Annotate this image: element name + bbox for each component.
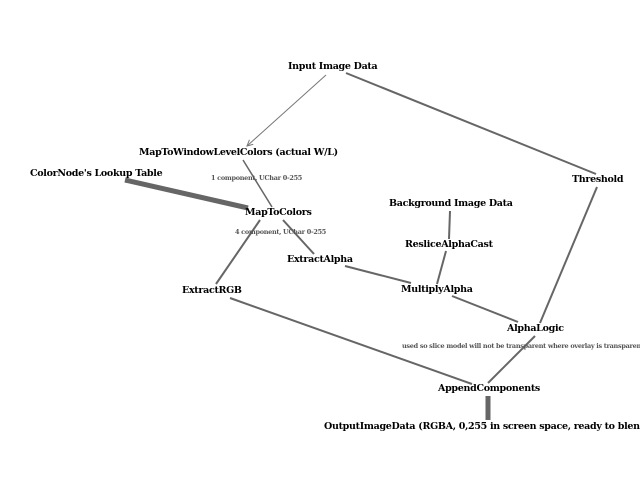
node-threshold[interactable]: Threshold <box>572 174 624 185</box>
node-multiply-alpha[interactable]: MultiplyAlpha <box>401 284 473 295</box>
node-alpha-logic[interactable]: AlphaLogic <box>507 323 564 334</box>
node-append-components[interactable]: AppendComponents <box>438 383 540 394</box>
node-map-to-colors[interactable]: MapToColors <box>245 207 312 218</box>
edge-background-to-reslice <box>448 210 451 240</box>
note-alpha-logic: used so slice model will not be transpar… <box>402 342 640 350</box>
edge-windowlevel-to-maptocolors <box>242 159 273 208</box>
note-map-colors-output: 4 component, UChar 0-255 <box>235 228 327 236</box>
edge-maptocolors-to-extractalpha <box>282 219 315 255</box>
edge-maptocolors-to-extractrgb <box>215 219 261 285</box>
node-input-image-data[interactable]: Input Image Data <box>288 61 378 72</box>
node-output-image-data[interactable]: OutputImageData (RGBA, 0,255 in screen s… <box>324 421 640 432</box>
edge-reslice-to-multiply <box>436 250 447 285</box>
edge-input-to-threshold <box>345 72 597 175</box>
edge-extractrgb-to-append <box>229 297 473 385</box>
edge-input-to-windowlevel <box>247 74 327 146</box>
edge-lut-to-maptocolors <box>124 177 249 211</box>
edge-threshold-to-alphalogic <box>539 186 598 324</box>
edge-alphalogic-to-append <box>487 335 536 384</box>
node-extract-rgb[interactable]: ExtractRGB <box>182 285 242 296</box>
node-background-image-data[interactable]: Background Image Data <box>389 198 513 209</box>
node-extract-alpha[interactable]: ExtractAlpha <box>287 254 353 265</box>
note-window-level-output: 1 component, UChar 0-255 <box>211 174 303 182</box>
edge-multiply-to-alphalogic <box>451 295 519 323</box>
edge-extractalpha-to-multiply <box>344 265 412 284</box>
node-map-to-window-level-colors[interactable]: MapToWindowLevelColors (actual W/L) <box>139 147 338 158</box>
node-reslice-alpha-cast[interactable]: ResliceAlphaCast <box>405 239 493 250</box>
node-colornode-lookup-table[interactable]: ColorNode's Lookup Table <box>30 168 163 179</box>
